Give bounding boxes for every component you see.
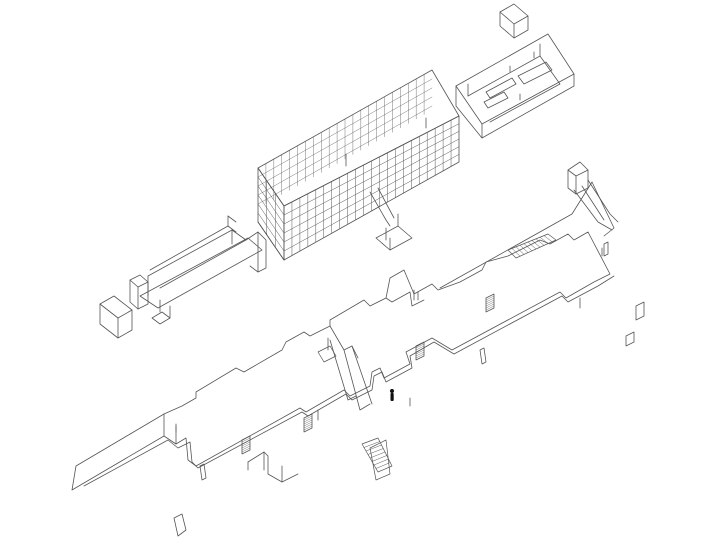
glass-pavilion: [257, 69, 460, 261]
panel: [485, 293, 495, 313]
panel: [241, 435, 251, 455]
walkway-left-block: [99, 295, 133, 339]
stairs: [317, 233, 557, 481]
walkway-step: [151, 311, 171, 325]
pavilion-grid-lines: [257, 74, 460, 256]
building-tower: [499, 3, 529, 39]
gallery-bottom-bay: [247, 451, 299, 483]
lower-gallery: [71, 161, 619, 491]
connector-base: [375, 225, 413, 251]
panel: [199, 463, 207, 481]
pavilion-top: [257, 69, 460, 207]
panel: [603, 241, 609, 257]
stair-upper-treads: [511, 235, 553, 257]
panel: [415, 341, 425, 361]
upper-right-building: [455, 3, 575, 139]
panel: [173, 513, 187, 537]
gallery-end-tower: [567, 161, 589, 195]
building-counter: [485, 77, 517, 99]
stair-small: [317, 345, 337, 363]
panel: [303, 413, 313, 433]
stair-lower-treads: [363, 441, 391, 469]
panel-hatching: [241, 295, 495, 453]
gallery-outer-edge: [71, 231, 611, 491]
human-figure: [390, 389, 394, 401]
panel: [635, 301, 645, 321]
panels: [173, 241, 645, 537]
walkway-long-corridor: [139, 237, 263, 309]
gallery-inner-edge: [83, 275, 615, 487]
stair-tower-lower: [369, 439, 391, 481]
walkway-tower: [129, 274, 149, 310]
panel: [479, 347, 487, 365]
stair-upper: [507, 233, 557, 259]
panel: [625, 331, 635, 347]
upper-walkway: [99, 215, 267, 339]
connector-stair: [369, 187, 413, 251]
